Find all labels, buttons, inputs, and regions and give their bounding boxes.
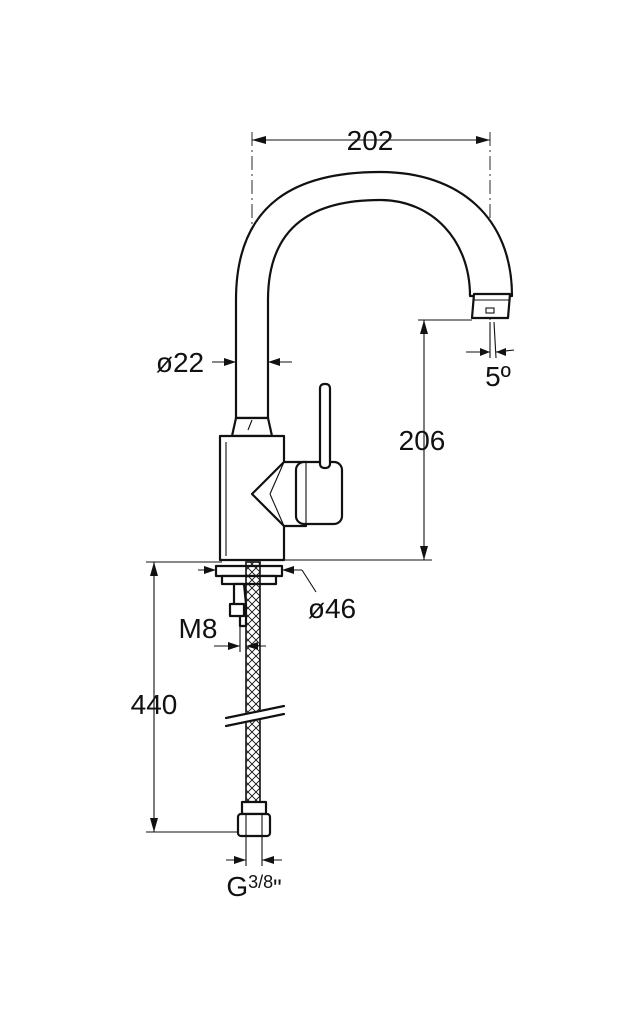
- dimension-hose-length: 440: [131, 561, 238, 833]
- dim-spout-diameter-label: ø22: [156, 347, 204, 378]
- dim-hose-length-label: 440: [131, 689, 178, 720]
- dim-base-diameter-label: ø46: [308, 593, 356, 624]
- dim-stud-thread-label: M8: [179, 613, 218, 644]
- dimension-hose-connector: G3/8": [226, 836, 282, 902]
- dimension-stud-thread: M8: [179, 613, 266, 652]
- dimension-spout-diameter: ø22: [156, 347, 292, 378]
- spout: [234, 170, 514, 420]
- dim-spout-angle-label: 5º: [485, 361, 511, 392]
- dimension-spout-reach: 202: [252, 125, 490, 156]
- dimension-base-diameter: ø46: [198, 566, 356, 624]
- supply-hose: [224, 561, 286, 838]
- dimension-spout-angle: 5º: [466, 321, 515, 392]
- dim-spout-height-label: 206: [399, 425, 446, 456]
- dim-hose-connector-label: G3/8": [226, 871, 281, 902]
- dim-spout-reach-label: 202: [347, 125, 394, 156]
- lever: [250, 382, 344, 528]
- dimension-spout-height: 206: [284, 319, 472, 561]
